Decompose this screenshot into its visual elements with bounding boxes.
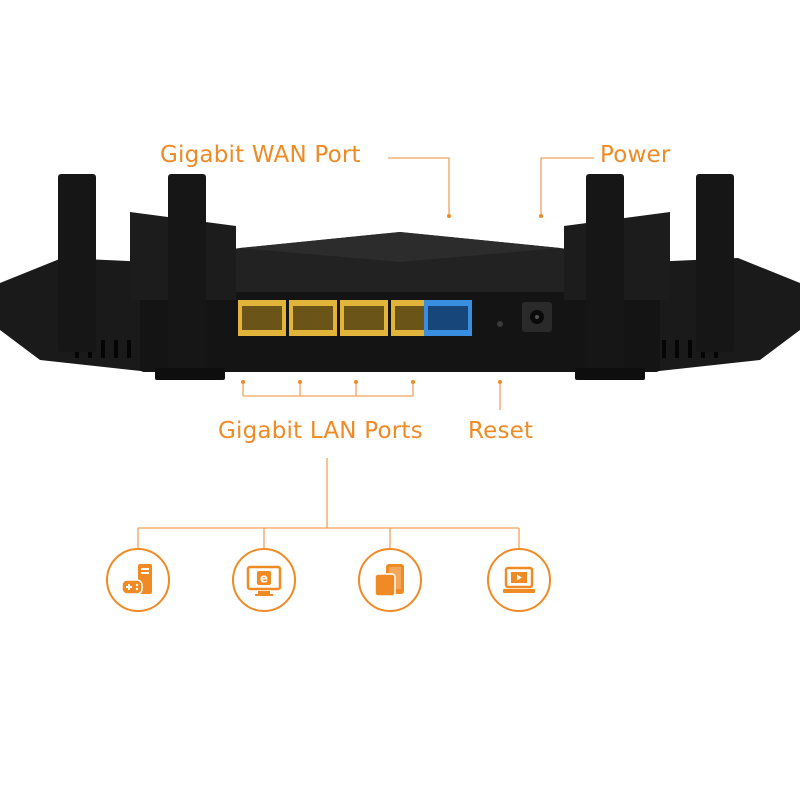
svg-text:e: e xyxy=(260,572,268,586)
gaming-pc-icon xyxy=(106,548,170,612)
laptop-play-icon xyxy=(487,548,551,612)
reset-label: Reset xyxy=(468,418,534,444)
lan-port-group xyxy=(238,300,439,336)
internet-monitor-icon: e xyxy=(232,548,296,612)
lan-ports-label: Gigabit LAN Ports xyxy=(218,418,423,444)
power-label: Power xyxy=(600,142,671,168)
tablet-phone-icon xyxy=(358,548,422,612)
wan-port-label: Gigabit WAN Port xyxy=(160,142,361,168)
